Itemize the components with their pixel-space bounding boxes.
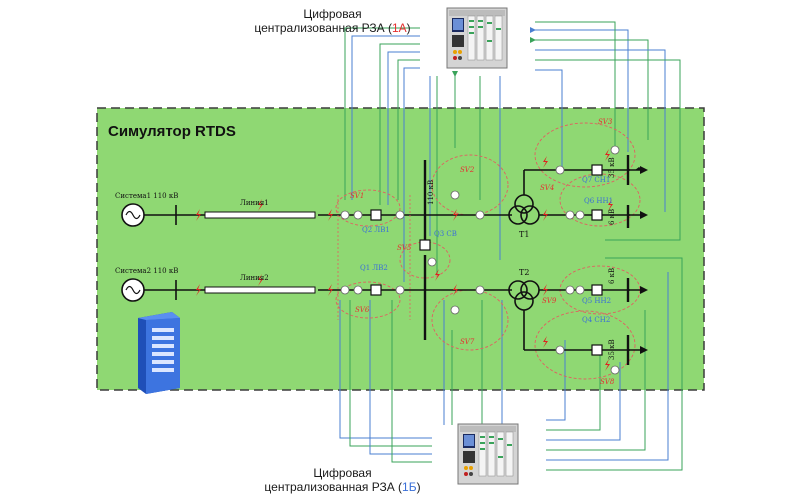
breaker-q7-label: Q7 СН1 [582, 176, 610, 184]
sv2-label: SV2 [460, 166, 475, 174]
sv7-label: SV7 [460, 338, 475, 346]
breaker-q2-label: Q2 ЛВ1 [362, 226, 390, 234]
current-transformers [340, 145, 620, 375]
line2-label: Линия2 [240, 274, 269, 282]
simulator-area [96, 107, 705, 391]
breaker-q1-label: Q1 ЛВ2 [360, 264, 388, 272]
bottom-relay-terminal-icon [457, 423, 519, 485]
load-arrows [628, 166, 648, 354]
breaker-q4-label: Q4 СН2 [582, 316, 610, 324]
sv5-label: SV5 [397, 244, 412, 252]
system1-label: Система1 110 кВ [115, 192, 178, 200]
bottom-comm-wires [339, 257, 683, 471]
bottom-device-title: Цифровая централизованная РЗА (1Б) [255, 466, 430, 494]
sv3-label: SV3 [598, 118, 613, 126]
top-device-line2: централизованная РЗА (1А) [254, 21, 411, 35]
top-relay-terminal-icon [446, 7, 508, 69]
sv6-label: SV6 [355, 306, 370, 314]
top-device-title: Цифровая централизованная РЗА (1А) [245, 7, 420, 35]
bus-voltage-label: 110 кВ [427, 180, 435, 205]
sv4-label: SV4 [540, 184, 554, 192]
system2-label: Система2 110 кВ [115, 267, 178, 275]
t2-label: T2 [519, 268, 529, 277]
power-circuit [121, 155, 630, 365]
bottom-device-line2: централизованная РЗА (1Б) [264, 480, 421, 494]
kv35-bottom: 35 кВ [608, 339, 616, 360]
breaker-q6-label: Q6 НН1 [584, 197, 613, 205]
top-comm-wires [344, 21, 681, 282]
t1-label: T1 [519, 230, 529, 239]
breaker-q5-label: Q5 НН2 [582, 297, 611, 305]
line1-bar [204, 211, 316, 219]
transformer-icon [508, 205, 528, 225]
sv8-label: SV8 [600, 378, 615, 386]
transformer-icon [508, 280, 528, 300]
breakers [370, 164, 603, 356]
line1-label: Линия1 [240, 199, 269, 207]
kv35-top: 35 кВ [608, 157, 616, 178]
sv9-label: SV9 [542, 297, 557, 305]
top-device-line1: Цифровая [303, 7, 362, 21]
kv6-bottom: 6 кВ [608, 268, 616, 284]
simulator-title: Симулятор RTDS [108, 123, 236, 140]
sv1-label: SV1 [350, 192, 364, 200]
sv-links [337, 195, 411, 320]
line2-bar [204, 286, 316, 294]
bottom-device-line1: Цифровая [313, 466, 372, 480]
kv6-top: 6 кВ [608, 209, 616, 225]
rtds-rack-icon [138, 312, 180, 394]
breaker-q3-label: Q3 СВ [434, 230, 457, 238]
